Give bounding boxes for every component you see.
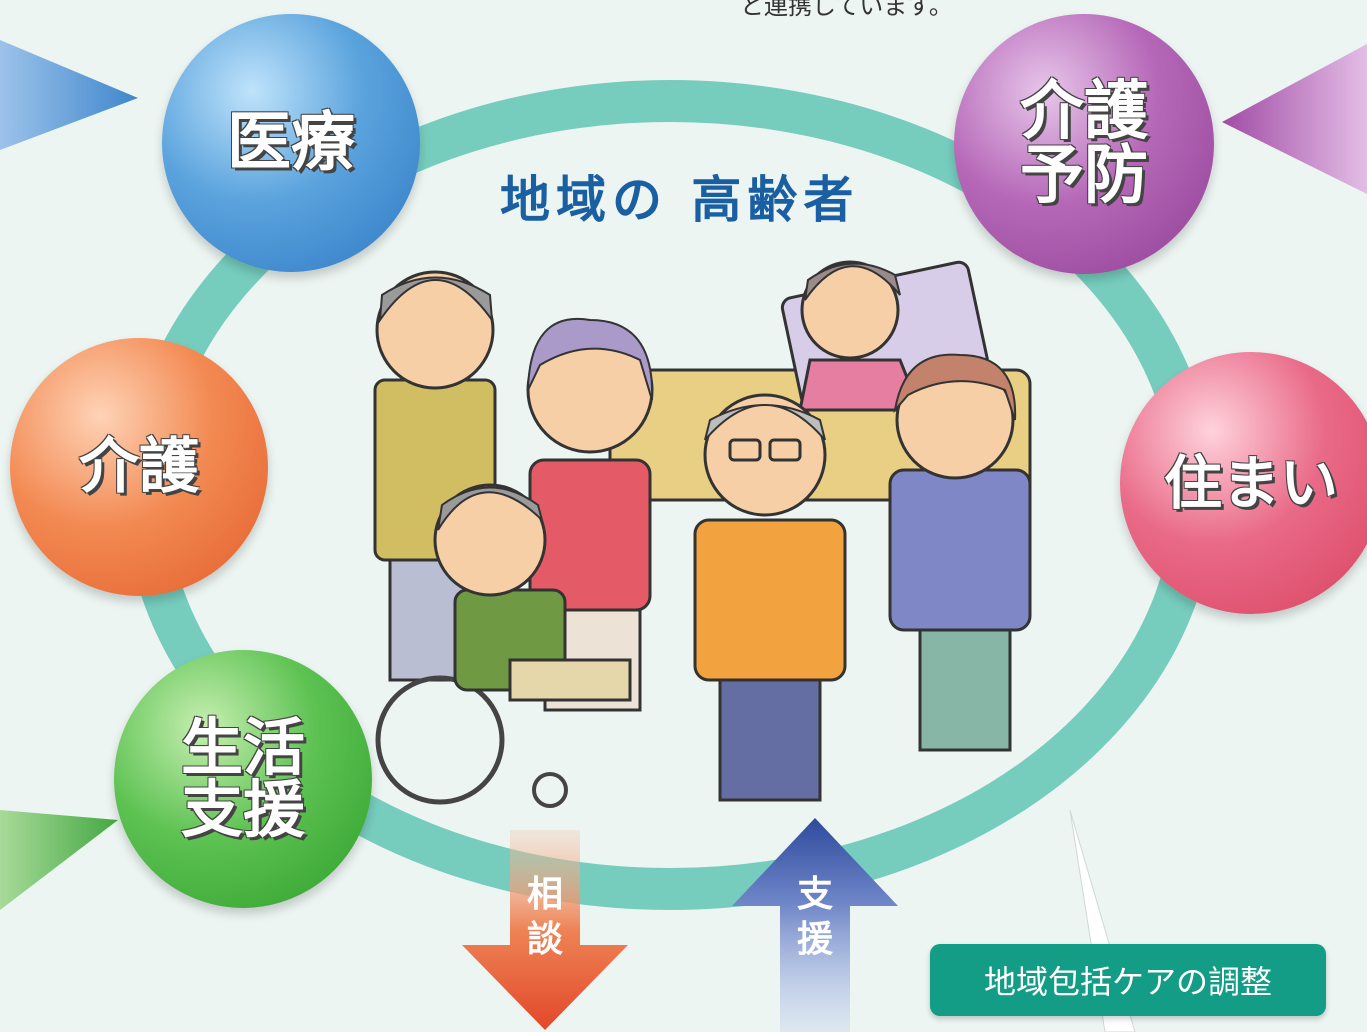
arrow-to-prevention xyxy=(1222,44,1367,194)
diagram-title: 地域の 高齢者 xyxy=(500,171,860,229)
care-label: 介護 xyxy=(79,432,199,502)
care-prevention-bubble: 介護 予防 xyxy=(954,14,1214,274)
consult-label: 相 談 xyxy=(520,872,570,962)
standing-woman-right-icon xyxy=(888,353,1032,752)
life-support-label-line1: 生活 xyxy=(180,711,305,784)
housing-bubble: 住まい xyxy=(1120,352,1367,614)
intro-text-fragment: と連携しています。 xyxy=(740,0,953,20)
support-arrow-icon xyxy=(732,818,898,1032)
person-in-bed-icon xyxy=(798,260,923,412)
man-with-glasses-icon xyxy=(693,393,847,802)
prevention-label-line1: 介護 xyxy=(1020,75,1148,149)
prevention-label-line2: 予防 xyxy=(1020,139,1148,213)
care-bubble: 介護 xyxy=(10,338,268,596)
consult-char-2: 談 xyxy=(526,919,563,960)
medical-label: 医療 xyxy=(227,106,355,180)
life-support-label-line2: 支援 xyxy=(180,773,305,846)
coordination-label: 地域包括ケアの調整 xyxy=(930,944,1326,1016)
standing-woman-icon xyxy=(526,317,654,712)
elderly-group-illustration xyxy=(373,260,1032,808)
arrow-to-medical xyxy=(0,40,138,150)
support-label: 支 援 xyxy=(790,872,840,962)
arrow-to-life-support xyxy=(0,810,118,910)
support-char-1: 支 xyxy=(796,874,833,915)
housing-label: 住まい xyxy=(1163,449,1338,517)
support-char-2: 援 xyxy=(796,919,833,960)
consult-arrow-icon xyxy=(462,830,628,1030)
wheelchair-user-icon xyxy=(375,483,632,808)
consult-char-1: 相 xyxy=(526,874,563,915)
medical-bubble: 医療 xyxy=(162,14,420,272)
life-support-bubble: 生活 支援 xyxy=(114,650,372,908)
